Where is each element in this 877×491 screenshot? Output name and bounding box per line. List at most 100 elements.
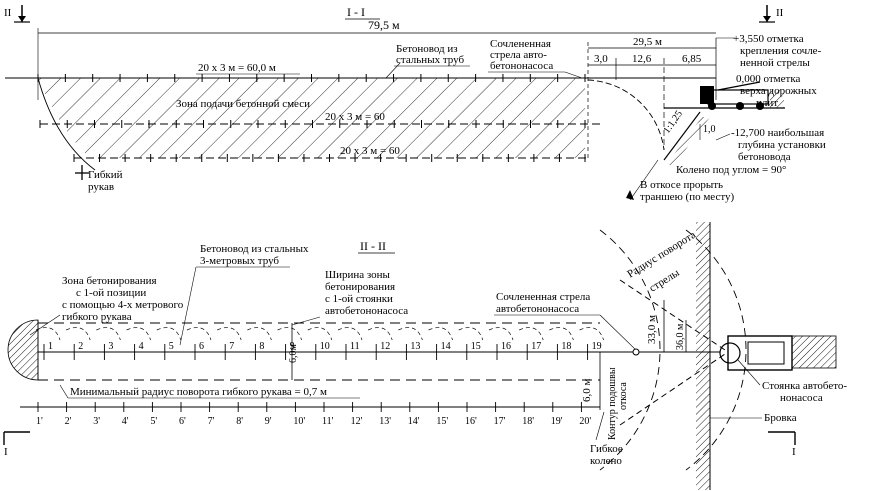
mark-12700-line2: глубина установки [738,139,826,151]
hose-arc [549,327,574,341]
position-label: 3 [108,341,113,352]
parking-label-2: нонасоса [780,392,823,404]
radius-label-1: Радиус поворота [625,229,698,281]
hose-arc [66,327,91,341]
pipeline-row-2 [39,120,600,128]
width-label-4: автобетононасоса [325,305,408,317]
position-label: 11 [350,341,360,352]
pipeline-label-1: Бетоновод из [396,43,458,55]
position-prime-label: 5' [150,416,157,427]
position-label: 6 [199,341,204,352]
line3-label: 20 х 3 м = 60 [340,145,400,157]
hose-arc [156,327,182,341]
position-prime-label: 12' [351,416,363,427]
position-prime-label: 19' [551,416,563,427]
width-label-2: бетонирования [325,281,395,293]
zone-label-3: с помощью 4-х метрового [62,299,184,311]
hose-arc [96,327,121,341]
position-prime-label: 2' [65,416,72,427]
position-labels: 12345678910111213141516171819 [35,327,604,352]
dim-6m-small: 6,0м [288,344,299,364]
position-label: 10 [320,341,330,352]
radius-label-2: стрелы [647,267,682,295]
boom-label-b1: Сочлененная стрела [496,291,590,303]
position-label: 14 [441,341,451,352]
elbow-label: Колено под углом = 90° [676,164,786,176]
position-prime-label: 9' [265,416,272,427]
position-label: 17 [531,341,541,352]
section-mark-right: II [759,5,784,23]
zone-label-4: гибкого рукава [62,311,132,323]
mark-3550-line1: +3,550 отметка [733,33,804,45]
width-label-1: Ширина зоны [325,269,391,281]
segment-2-label: 12,6 [632,53,652,65]
segment-3-label: 6,85 [682,53,702,65]
section-mark-right-label: II [776,7,784,19]
flex-hose-label-1: Гибкий [88,169,123,181]
total-length-label: 79,5 м [368,18,400,32]
hose-arc [247,327,272,341]
position-label: 4 [139,341,144,352]
hose-arc [186,327,212,341]
width-label-3: с 1-ой стоянки [325,293,393,305]
min-radius-label: Минимальный радиус поворота гибкого рука… [70,386,327,398]
position-label: 13 [410,341,420,352]
edge-label: Бровка [764,412,797,424]
mark-3550-line2: крепления сочле- [740,45,822,57]
flex-elbow-label-2: колено [590,455,622,467]
mark-bottom-left-label: I [4,446,8,458]
mark-12700-line1: -12,700 наибольшая [731,127,824,139]
pipeline-row-3 [73,154,590,162]
section-mark-bottom-right: I [768,431,796,458]
position-label: 19 [592,341,602,352]
zone-label: Зона подачи бетонной смеси [176,98,310,110]
line1-label: 20 х 3 м = 60,0 м [198,62,276,74]
start-zone [7,319,39,381]
section-mark-bottom-left: I [3,431,30,458]
hose-arc [307,327,333,341]
pipeline-label-b2: 3-метровых труб [200,255,279,267]
position-label: 16 [501,341,511,352]
boom-label-b2: автобетононасоса [496,303,579,315]
trench-label-2: траншею (по месту) [640,191,734,203]
position-label: 7 [229,341,234,352]
mark-bottom-right-label: I [792,446,796,458]
section-bottom-title: II - II [360,239,386,253]
position-prime-label: 15' [436,416,448,427]
hose-arc [217,327,242,341]
contour-label-1: Контур подошвы [607,367,618,440]
boom-label-1: Сочлененная [490,38,551,50]
position-label: 5 [169,341,174,352]
section-mark-left-label: II [4,7,12,19]
position-prime-label: 7' [208,416,215,427]
section-mark-left: II [4,5,30,23]
slope-label: 1:1,25 [661,109,685,136]
hose-arc [277,327,302,341]
dim-6m: 6,0 м [581,379,593,403]
position-prime-label: 11' [322,416,334,427]
mark-000-line2: верха дорожных [740,85,817,97]
zone-label-1: Зона бетонирования [62,275,157,287]
position-label: 15 [471,341,481,352]
hose-arc [579,327,604,341]
hose-arc [488,327,514,341]
pipeline-row-1 [5,74,716,82]
position-label: 18 [561,341,571,352]
segment-1-label: 3,0 [594,53,608,65]
position-prime-label: 17' [494,416,506,427]
edge-wall [696,222,710,490]
pipeline-label-2: стальных труб [396,54,464,66]
position-prime-labels: 1'2'3'4'5'6'7'8'9'10'11'12'13'14'15'16'1… [36,416,591,427]
mark-000-line3: плит [756,97,778,109]
flex-elbow-label-1: Гибкое [590,443,623,455]
section-top: II II I - I 79,5 м Зона подачи бетонной … [4,5,826,203]
hose-arc [458,327,484,341]
pipeline-main [38,344,720,360]
trench-label-1: В откосе прорыть [640,179,723,191]
pipeline-label-b1: Бетоновод из стальных [200,243,309,255]
position-prime-label: 16' [465,416,477,427]
parking-label-1: Стоянка автобето- [762,380,847,392]
concrete-supply-zone [38,78,585,158]
position-label: 2 [78,341,83,352]
